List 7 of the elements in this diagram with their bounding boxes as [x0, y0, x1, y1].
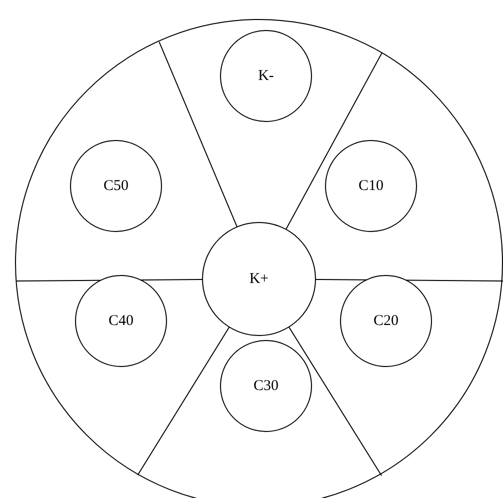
sample-label: K+: [249, 270, 269, 288]
sample-label: C50: [103, 178, 128, 194]
sample-label: C30: [253, 378, 278, 394]
sample-label: C40: [108, 312, 134, 330]
sample-label: C10: [358, 178, 384, 194]
sample-label: C20: [373, 312, 398, 330]
sample-label: K-: [258, 68, 274, 84]
